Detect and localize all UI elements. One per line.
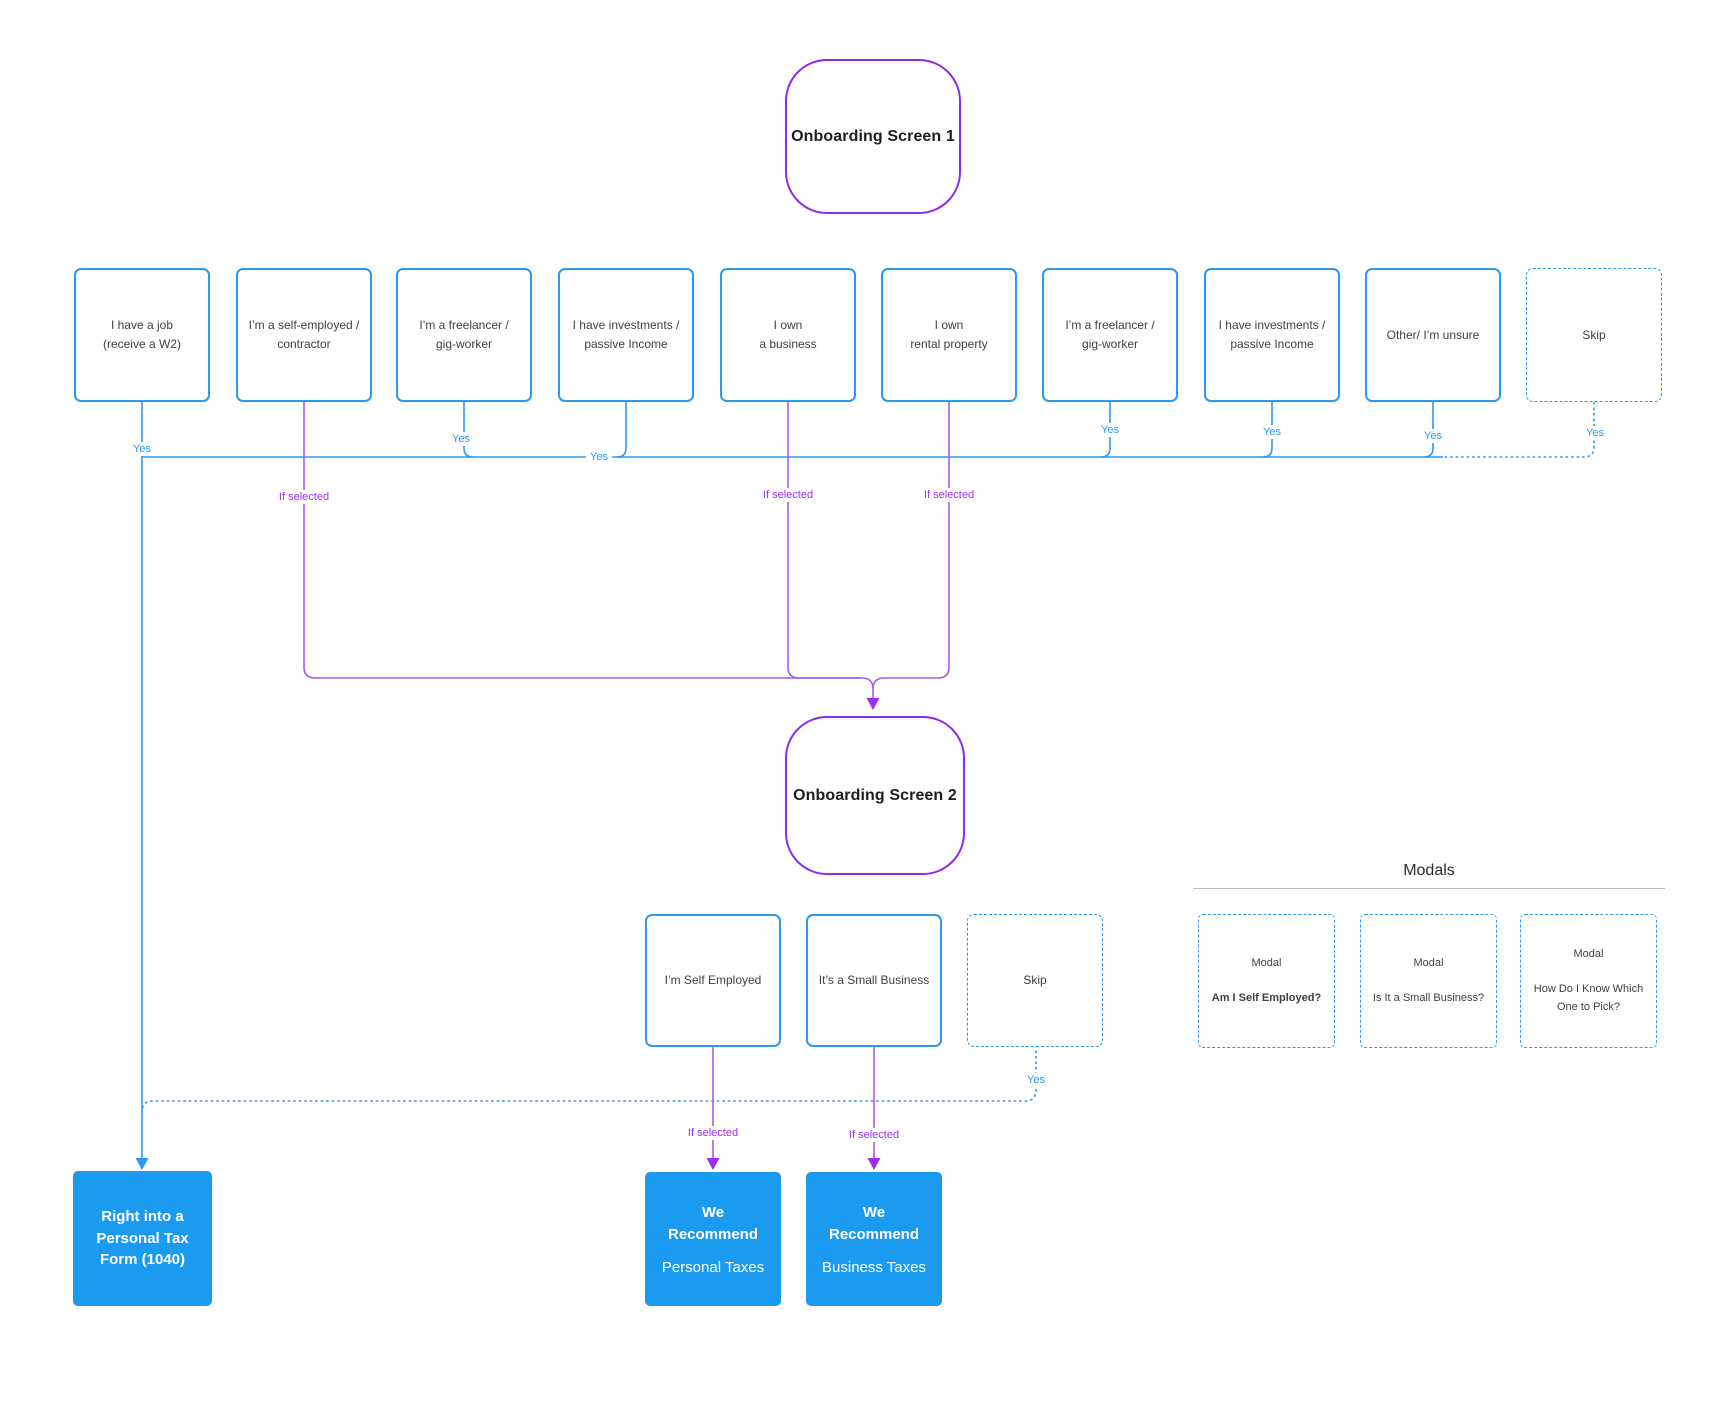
arrowhead-screen2 [866,698,880,710]
option-label: I’m a self-employed / contractor [248,318,360,351]
node-option-its-a-small-business: It’s a Small Business [806,914,942,1047]
node-option-freelancer-1: I’m a freelancer / gig-worker [396,268,532,402]
arrowhead-personal-form [135,1158,149,1170]
node-result-recommend-personal-taxes: We Recommend Personal Taxes [645,1172,781,1306]
edge-investments2-yes [1262,402,1273,458]
result-subheading: Business Taxes [822,1258,926,1276]
edge-label-yes-w2: Yes [129,442,155,456]
option-label: I’m a freelancer / gig-worker [1065,318,1155,351]
edge-label-yes-investments-1: Yes [586,450,612,464]
edge-other-yes [1423,402,1434,458]
edge-label-yes-skip-2: Yes [1023,1073,1049,1087]
modal-title: How Do I Know Which One to Pick? [1533,983,1644,1013]
option-label: Other/ I’m unsure [1386,327,1480,342]
result-heading: We Recommend [828,1204,920,1243]
modal-title: Am I Self Employed? [1211,991,1322,1004]
modals-section-title: Modals [1403,862,1455,879]
arrowhead-recommend-personal [706,1158,720,1170]
option-label: I have investments / passive Income [572,318,680,351]
modals-divider [1193,888,1665,889]
node-option-have-a-job: I have a job (receive a W2) [74,268,210,402]
node-option-skip-1: Skip [1526,268,1662,402]
node-option-investments-1: I have investments / passive Income [558,268,694,402]
node-option-rental-property: I own rental property [881,268,1017,402]
node-modal-am-i-self-employed: Modal Am I Self Employed? [1198,914,1335,1048]
modal-prefix: Modal [1251,956,1282,969]
option-label: It’s a Small Business [818,973,930,988]
edge-business-selected [787,402,861,679]
edge-label-yes-investments-2: Yes [1259,425,1285,439]
node-modal-how-do-i-know: Modal How Do I Know Which One to Pick? [1520,914,1657,1048]
node-onboarding-screen-1: Onboarding Screen 1 [785,59,961,214]
edge-label-yes-freelancer-1: Yes [448,432,474,446]
option-label: I have a job (receive a W2) [102,318,182,351]
node-option-self-employed-contractor: I’m a self-employed / contractor [236,268,372,402]
node-option-investments-2: I have investments / passive Income [1204,268,1340,402]
modal-prefix: Modal [1413,956,1444,969]
modal-label: Modal Is It a Small Business? [1373,955,1484,1008]
edge-freelancer1-yes [463,402,474,458]
onboarding-screen-2-title: Onboarding Screen 2 [793,786,957,804]
result-label: Right into a Personal Tax Form (1040) [96,1207,189,1269]
edge-selfemployed-selected [303,402,874,699]
edge-investments1-yes [616,402,627,458]
result-subheading: Personal Taxes [661,1258,765,1276]
edge-label-selected-selfemp: If selected [683,1126,743,1140]
arrowhead-recommend-business [867,1158,881,1170]
edge-label-selected-rental: If selected [919,488,979,502]
edge-label-selected-smallbiz: If selected [844,1128,904,1142]
option-label: I own a business [759,318,817,351]
result-heading: We Recommend [667,1204,759,1243]
modal-label: Modal Am I Self Employed? [1212,955,1321,1008]
option-label: I own rental property [910,318,988,351]
edge-skip2-yes-dotted [141,1045,1037,1113]
option-label: Skip [1582,327,1606,342]
edge-freelancer2-yes [1100,402,1111,458]
option-label: I have investments / passive Income [1218,318,1326,351]
node-option-im-self-employed: I’m Self Employed [645,914,781,1047]
node-result-recommend-business-taxes: We Recommend Business Taxes [806,1172,942,1306]
edge-label-yes-other: Yes [1420,429,1446,443]
edge-label-yes-freelancer-2: Yes [1097,423,1123,437]
node-modal-is-it-a-small-business: Modal Is It a Small Business? [1360,914,1497,1048]
onboarding-screen-1-title: Onboarding Screen 1 [791,127,955,145]
edge-label-selected-contractor: If selected [274,490,334,504]
node-option-freelancer-2: I’m a freelancer / gig-worker [1042,268,1178,402]
edge-label-selected-business: If selected [758,488,818,502]
node-option-own-business: I own a business [720,268,856,402]
node-option-other-unsure: Other/ I’m unsure [1365,268,1501,402]
modal-title: Is It a Small Business? [1372,991,1485,1004]
option-label: Skip [1023,973,1047,988]
node-result-personal-tax-form-1040: Right into a Personal Tax Form (1040) [73,1171,212,1306]
edge-rental-selected [872,402,950,690]
node-option-skip-2: Skip [967,914,1103,1047]
edge-skip1-yes-dotted [1443,402,1595,458]
node-onboarding-screen-2: Onboarding Screen 2 [785,716,965,875]
option-label: I’m a freelancer / gig-worker [419,318,509,351]
option-label: I’m Self Employed [664,973,762,988]
edge-label-yes-skip-1: Yes [1582,426,1608,440]
modal-label: Modal How Do I Know Which One to Pick? [1534,946,1643,1016]
modal-prefix: Modal [1573,947,1604,960]
